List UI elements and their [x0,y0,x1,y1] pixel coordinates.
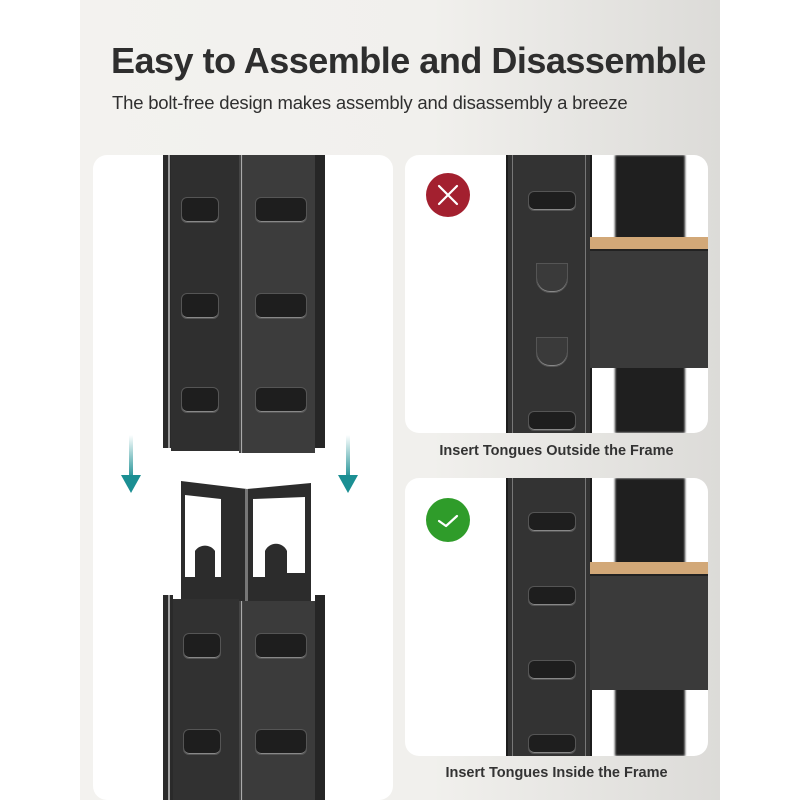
correct-caption: Insert Tongues Inside the Frame [445,765,668,781]
down-arrow-icon [338,435,358,495]
check-icon [426,498,470,542]
front-upright [506,155,592,433]
assembly-illustration-panel [93,155,393,800]
shelf-beam [590,249,708,368]
shelf-board [590,562,708,574]
shelf-board [590,237,708,249]
upper-post [163,155,325,453]
page-title: Easy to Assemble and Disassemble [111,40,706,81]
down-arrow-icon [121,435,141,495]
incorrect-caption: Insert Tongues Outside the Frame [439,443,674,459]
x-icon [426,173,470,217]
front-upright [506,478,592,756]
page-subtitle: The bolt-free design makes assembly and … [112,92,628,113]
lower-post [163,595,325,800]
connector-tongue [181,481,311,607]
shelf-beam [590,574,708,690]
